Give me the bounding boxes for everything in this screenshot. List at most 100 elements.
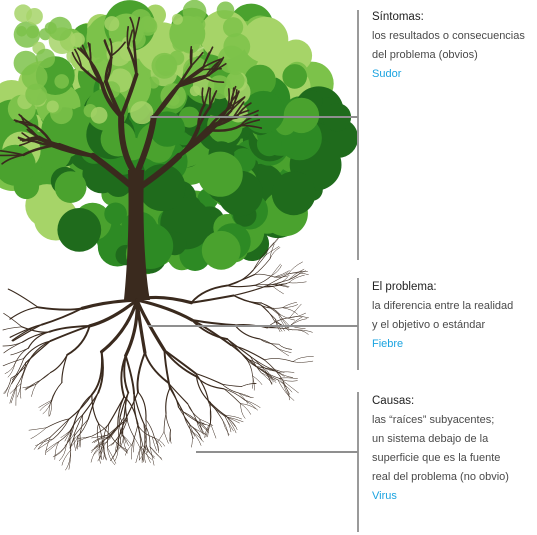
foliage-highlight (104, 16, 119, 31)
foliage-leaf-cluster (272, 171, 316, 215)
tree-root (255, 276, 272, 285)
foliage-highlight (14, 51, 39, 76)
causes-description-line: un sistema debajo de la (372, 430, 532, 449)
tree-root (278, 314, 288, 325)
problem-description-line: la diferencia entre la realidad (372, 297, 532, 316)
foliage-leaf-cluster (282, 64, 307, 89)
tree-root (3, 359, 24, 366)
tree-root (55, 442, 59, 460)
tree-root (234, 296, 262, 304)
foliage-highlight (47, 101, 59, 113)
tree-root (61, 430, 72, 438)
causes-description-line: real del problema (no obvio) (372, 468, 532, 487)
symptoms-connector (150, 116, 358, 118)
causes-bracket (357, 392, 359, 532)
tree-root (278, 348, 289, 356)
tree-root (210, 423, 216, 438)
symptoms-description-line: los resultados o consecuencias (372, 27, 532, 46)
tree-root (289, 282, 307, 283)
tree-root (11, 386, 16, 403)
tree-roots (3, 238, 314, 470)
tree-root (4, 342, 23, 353)
foliage-highlight (217, 2, 235, 20)
tree-root (166, 413, 171, 430)
tree-root (168, 382, 188, 404)
tree-root (4, 378, 12, 393)
tree-root (10, 307, 38, 319)
tree-root (8, 289, 38, 307)
tree-root (16, 386, 17, 405)
foliage-highlight (179, 33, 200, 54)
foliage-highlight (36, 49, 55, 68)
tree-root (138, 392, 146, 420)
symptoms-panel: Síntomas: los resultados o consecuencias… (372, 8, 532, 84)
tree-root (42, 308, 82, 324)
tree-root (234, 286, 266, 295)
tree-root (10, 386, 17, 403)
tree-root (38, 307, 82, 309)
tree-root (11, 348, 29, 355)
tree-root (136, 446, 141, 463)
tree-root (99, 446, 101, 463)
tree-root (118, 397, 124, 426)
causes-description-line: las “raíces” subyacentes; (372, 411, 532, 430)
problem-example: Fiebre (372, 335, 532, 354)
tree-root (110, 447, 118, 461)
tree-root (107, 424, 108, 448)
tree-root (3, 327, 22, 330)
problem-panel: El problema: la diferencia entre la real… (372, 278, 532, 354)
foliage-highlight (172, 14, 183, 25)
symptoms-example: Sudor (372, 65, 532, 84)
tree-root (152, 437, 156, 451)
tree-root (227, 275, 254, 286)
tree-root (3, 342, 23, 346)
tree-foliage (0, 0, 358, 274)
foliage-highlight (189, 16, 205, 32)
tree-root (52, 383, 62, 402)
tree-root (164, 413, 166, 431)
tree-root (166, 388, 170, 413)
tree-root (39, 439, 54, 449)
tree-root (227, 285, 255, 286)
foliage-leaf-cluster (243, 17, 289, 63)
tree-root (25, 382, 37, 389)
foliage-highlight (155, 55, 176, 76)
causes-example: Virus (372, 487, 532, 506)
tree-root (227, 339, 250, 357)
causes-title: Causas: (372, 392, 532, 411)
tree-root (156, 432, 164, 444)
tree-root (279, 344, 292, 349)
foliage-highlight (91, 107, 108, 124)
foliage-highlight (45, 22, 57, 34)
tree-root (273, 287, 284, 294)
tree-root (279, 344, 292, 349)
tree-root (47, 442, 60, 453)
foliage-leaf-cluster (55, 171, 87, 203)
tree-root (138, 353, 145, 392)
tree-root (194, 428, 206, 435)
tree-root (227, 270, 253, 285)
foliage-highlight (25, 84, 47, 106)
tree-root (261, 305, 275, 319)
causes-panel: Causas: las “raíces” subyacentes; un sis… (372, 392, 532, 506)
tree-root (127, 419, 134, 437)
causes-connector (196, 451, 358, 453)
foliage-highlight (147, 77, 159, 89)
problem-connector (148, 325, 358, 327)
foliage-highlight (87, 25, 99, 37)
tree-root (239, 393, 248, 404)
tree-root (133, 424, 139, 444)
symptoms-bracket (357, 10, 359, 260)
tree-root (293, 361, 313, 362)
problem-bracket (357, 278, 359, 370)
tree-root (278, 372, 294, 373)
causes-description-line: superficie que es la fuente (372, 449, 532, 468)
tree-root (62, 450, 71, 465)
tree-root (241, 404, 246, 419)
tree-root (47, 419, 70, 428)
tree-branch (191, 47, 192, 66)
foliage-highlight (26, 8, 43, 25)
foliage-leaf-cluster (57, 208, 101, 252)
foliage-leaf-cluster (101, 122, 136, 157)
